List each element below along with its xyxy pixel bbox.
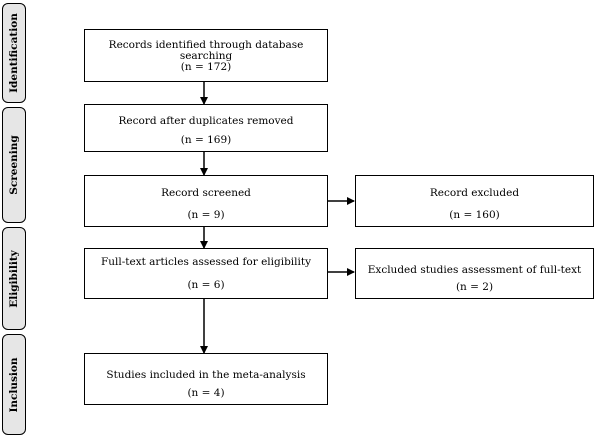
box-record-screened-count: (n = 9) (187, 209, 225, 221)
box-record-screened-label: Record screened (161, 187, 251, 199)
box-after-duplicates-count: (n = 169) (180, 134, 232, 146)
box-studies-included-label: Studies included in the meta-analysis (106, 369, 306, 381)
box-studies-included: Studies included in the meta-analysis (n… (84, 353, 328, 405)
box-full-text-assessed-label: Full-text articles assessed for eligibil… (100, 256, 312, 268)
box-excluded-full-text-count: (n = 2) (455, 281, 494, 293)
box-record-excluded-count: (n = 160) (449, 209, 500, 221)
box-records-identified: Records identified through database sear… (84, 29, 328, 82)
box-full-text-assessed-count: (n = 6) (187, 279, 225, 291)
box-after-duplicates-label: Record after duplicates removed (118, 115, 294, 127)
stage-eligibility: Eligibility (2, 227, 26, 330)
box-studies-included-count: (n = 4) (187, 387, 225, 399)
box-record-screened: Record screened (n = 9) (84, 175, 328, 227)
box-full-text-assessed: Full-text articles assessed for eligibil… (84, 248, 328, 299)
box-record-excluded-label: Record excluded (429, 187, 520, 199)
box-records-identified-label: Records identified through database sear… (108, 39, 304, 62)
box-record-excluded: Record excluded (n = 160) (355, 175, 594, 227)
box-excluded-full-text-label: Excluded studies assessment of full-text (367, 264, 582, 276)
stage-inclusion: Inclusion (2, 334, 26, 435)
box-records-identified-count: (n = 172) (180, 61, 232, 73)
stage-screening: Screening (2, 107, 26, 223)
box-after-duplicates: Record after duplicates removed (n = 169… (84, 104, 328, 152)
stage-identification: Identification (2, 3, 26, 103)
box-excluded-full-text: Excluded studies assessment of full-text… (355, 248, 594, 299)
